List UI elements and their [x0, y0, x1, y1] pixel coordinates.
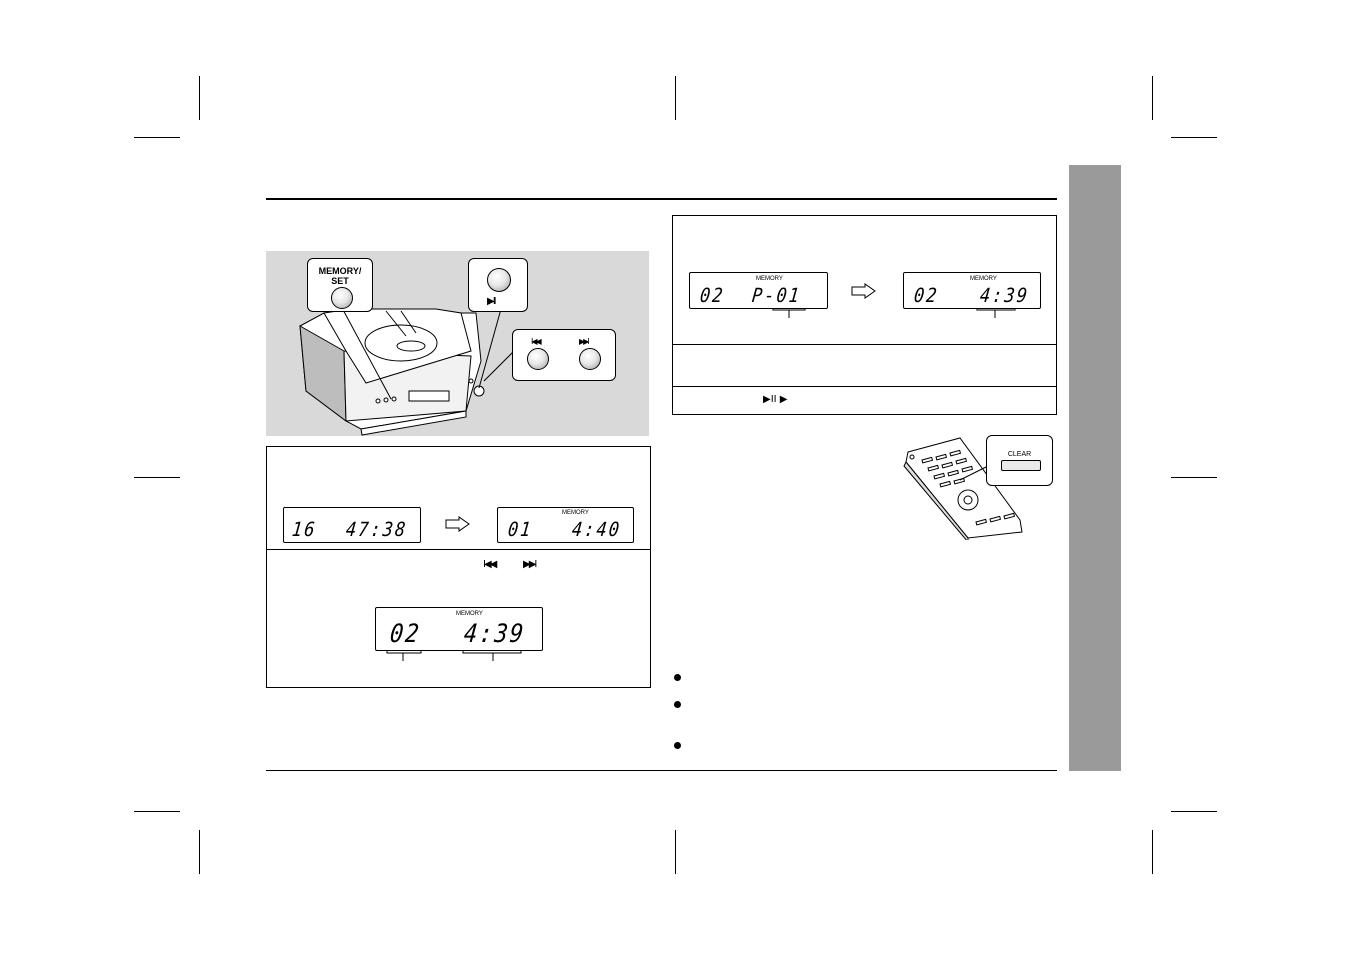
lcd-track-number: 02: [912, 284, 940, 308]
arrow-right-icon: [445, 516, 470, 532]
skip-callout: I◀◀ ▶▶I: [512, 329, 616, 381]
play-pause-icon: ▶II ▶: [763, 394, 788, 405]
lcd-time: 47:38: [344, 518, 409, 542]
lcd-track-number: 01: [506, 518, 534, 542]
crop-mark: [134, 137, 180, 138]
lcd-underline-marker: [772, 308, 806, 318]
lcd-memory-indicator: MEMORY: [456, 611, 483, 617]
lcd-track-number: 16: [290, 518, 318, 542]
skip-forward-button[interactable]: [579, 348, 601, 370]
skip-back-button[interactable]: [527, 348, 549, 370]
clear-callout: CLEAR: [986, 435, 1053, 486]
footer-rule: [266, 770, 1057, 771]
crop-mark: [1171, 811, 1217, 812]
bullet: [674, 674, 681, 681]
lcd-display-program: MEMORY 02 P-01: [689, 272, 828, 309]
lcd-memory-indicator: MEMORY: [562, 510, 589, 516]
remote-control-drawing: [903, 437, 1023, 540]
crop-mark: [1152, 830, 1153, 874]
crop-mark: [675, 76, 676, 120]
play-pause-button[interactable]: [487, 268, 511, 292]
crop-mark: [1152, 76, 1153, 120]
cd-player-drawing: [299, 290, 515, 436]
skip-back-icon: I◀◀: [531, 337, 542, 346]
step-box-divider: [267, 549, 650, 550]
lcd-program-number: P-01: [750, 284, 803, 308]
play-pause-callout: ▶II: [468, 258, 528, 312]
lcd-display-memory: MEMORY 01 4:40: [497, 507, 634, 543]
clear-label: CLEAR: [1007, 451, 1032, 458]
bullet: [674, 742, 681, 749]
lcd-time: 4:40: [570, 518, 623, 542]
remote-illustration: CLEAR: [900, 430, 1060, 540]
memory-set-button[interactable]: [331, 287, 353, 309]
skip-forward-icon: ▶▶I: [579, 337, 590, 346]
lcd-underline-marker: [976, 308, 1016, 318]
lcd-memory-indicator: MEMORY: [756, 276, 783, 282]
arrow-right-icon: [851, 283, 876, 299]
crop-mark: [1171, 477, 1217, 478]
step-box-2: MEMORY 02 P-01 MEMORY 02 4:39 ▶II ▶: [672, 215, 1057, 415]
crop-mark: [199, 76, 200, 120]
crop-mark: [675, 830, 676, 874]
lcd-underline-markers: [386, 650, 522, 661]
step-box-1: 16 47:38 MEMORY 01 4:40 I◀◀ ▶▶I MEMORY 0…: [266, 446, 651, 688]
lcd-memory-indicator: MEMORY: [970, 276, 997, 282]
header-rule: [266, 198, 1057, 200]
crop-mark: [134, 811, 180, 812]
lcd-time: 4:39: [978, 284, 1031, 308]
memory-set-callout: MEMORY/ SET: [307, 258, 373, 312]
lcd-track-number: 02: [698, 284, 726, 308]
clear-button[interactable]: [1001, 460, 1041, 471]
crop-mark: [134, 477, 180, 478]
memory-set-label-line1: MEMORY/: [318, 266, 362, 276]
memory-set-label-line2: SET: [331, 276, 349, 286]
play-pause-icon: ▶II: [487, 296, 496, 307]
bullet: [674, 701, 681, 708]
crop-mark: [199, 830, 200, 874]
crop-mark: [1171, 137, 1217, 138]
side-tab: [1069, 165, 1121, 771]
lcd-display-stored: MEMORY 02 4:39: [903, 272, 1041, 309]
cd-player-illustration: MEMORY/ SET ▶II I◀◀ ▶▶I: [266, 251, 649, 436]
step-box-divider: [673, 386, 1056, 387]
lcd-time: 4:39: [462, 620, 527, 649]
lcd-display-selected: MEMORY 02 4:39: [375, 607, 543, 651]
lcd-track-number: 02: [388, 620, 423, 649]
lcd-display-initial: 16 47:38: [283, 507, 421, 543]
step-box-divider: [673, 344, 1056, 345]
skip-forward-icon: ▶▶I: [523, 559, 537, 570]
skip-back-icon: I◀◀: [483, 559, 497, 570]
